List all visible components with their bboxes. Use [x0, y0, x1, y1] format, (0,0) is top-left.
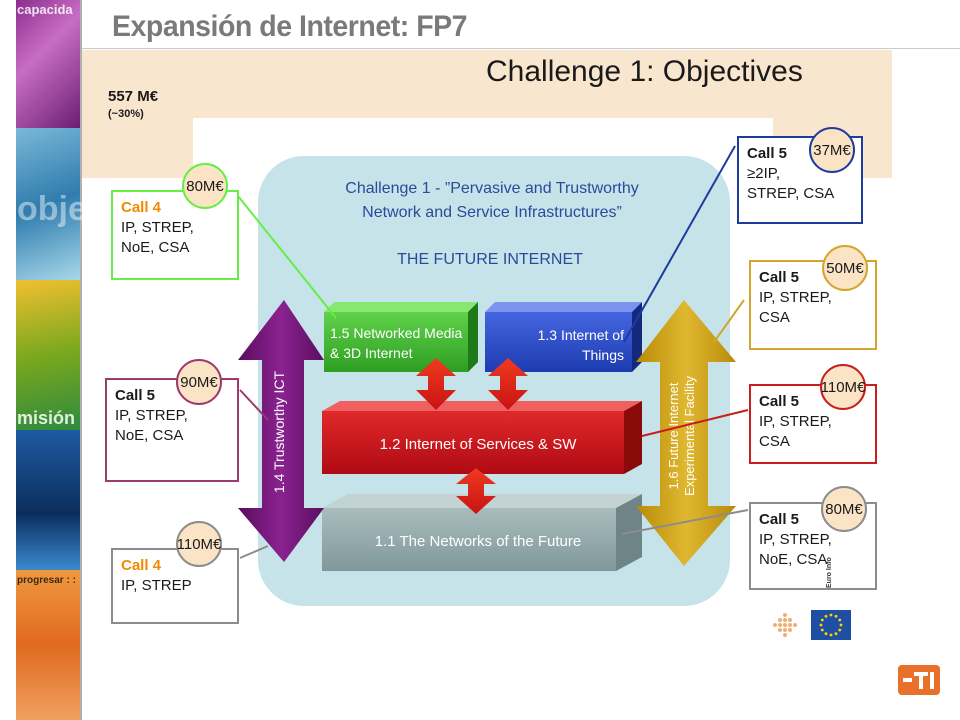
strip-segment-blue [16, 128, 80, 280]
call-label: Call 5 [747, 145, 788, 162]
call-instruments-line: IP, STREP, [121, 219, 194, 236]
challenge-background [258, 156, 730, 606]
euro-info-logo-text: Euro Info [826, 557, 833, 588]
services-block-label: 1.2 Internet of Services & SW [380, 436, 578, 453]
call-instruments-line: NoE, CSA [759, 551, 828, 568]
decorative-side-strip: capacida obje misión progresar : : [0, 0, 87, 720]
strip-word-1: capacida [17, 2, 73, 17]
facility-arrow [636, 300, 736, 566]
call-instruments-line: NoE, CSA [121, 239, 190, 256]
connector-call5-networks [621, 509, 749, 535]
call-instruments-line: STREP, CSA [747, 185, 835, 202]
budget-badge-call4-media: 80M€ [182, 163, 228, 209]
call-instruments-line: IP, STREP, [115, 407, 188, 424]
budget-badge-call5-networks: 80M€ [821, 486, 867, 532]
call-label: Call 4 [121, 199, 162, 216]
strip-divider [80, 0, 82, 720]
things-block-label-line2: Things [582, 347, 624, 363]
media-block-side [468, 302, 478, 372]
connector-call4-trust [239, 545, 269, 559]
budget-badge-call5-services: 110M€ [820, 364, 866, 410]
budget-badge-call5-facility: 50M€ [822, 245, 868, 291]
connector-call5-facility [713, 299, 745, 343]
facility-label-line1: 1.6 Future Internet [666, 382, 681, 489]
things-block-side [632, 302, 642, 372]
call-instruments-line: ≥2IP, [747, 165, 780, 182]
challenge-title-line2: Network and Service Infrastructures” [362, 204, 622, 221]
services-block [322, 411, 624, 474]
call-instruments-line: IP, STREP [121, 577, 192, 594]
slide-title: Expansión de Internet: FP7 [112, 10, 468, 43]
call-instruments-line: CSA [759, 433, 790, 450]
budget-total: 557 M€ [108, 88, 159, 105]
trustworthy-label: 1.4 Trustworthy ICT [271, 370, 287, 493]
call-box-call4-media: Call 4 IP, STREP, NoE, CSA [111, 190, 239, 280]
challenge-title-line1: Challenge 1 - ”Pervasive and Trustworthy [345, 180, 638, 197]
connector-call5-things [623, 145, 736, 343]
strip-word-3: misión [17, 408, 76, 428]
media-block-label-line2: & 3D Internet [330, 345, 413, 361]
strip-segment-green [16, 280, 80, 430]
title-divider [82, 48, 960, 49]
things-block-label-line1: 1.3 Internet of [538, 327, 625, 343]
networks-block-label: 1.1 The Networks of the Future [375, 533, 582, 550]
arrow-media-services [416, 358, 456, 410]
things-block-top [485, 302, 642, 312]
eu-flag-logo [811, 610, 851, 640]
call-box-call4-trust: Call 4 IP, STREP [111, 548, 239, 624]
budget-share: (~30%) [108, 108, 144, 120]
media-block-label-line1: 1.5 Networked Media [330, 325, 463, 341]
media-block [324, 312, 468, 372]
services-block-top [322, 401, 642, 411]
call-instruments-line: IP, STREP, [759, 289, 832, 306]
call-instruments-line: IP, STREP, [759, 531, 832, 548]
eu-stars-icon [819, 613, 843, 637]
call-label: Call 4 [121, 557, 162, 574]
call-instruments-line: NoE, CSA [115, 427, 184, 444]
media-block-top [324, 302, 478, 312]
dot-grid-logo [773, 613, 797, 637]
connector-call4-media [237, 195, 337, 319]
budget-badge-call4-trust: 110M€ [176, 521, 222, 567]
call-label: Call 5 [115, 387, 156, 404]
objective-heading: Challenge 1: Objectives [486, 55, 803, 88]
budget-badge-call5-trust: 90M€ [176, 359, 222, 405]
call-label: Call 5 [759, 511, 800, 528]
call-box-call5-networks: Call 5 IP, STREP, NoE, CSA [749, 502, 877, 590]
networks-block [322, 508, 616, 571]
call-instruments-line: IP, STREP, [759, 413, 832, 430]
brand-mark-icon [903, 672, 934, 689]
connector-call5-trust [239, 389, 269, 421]
strip-segment-purple [16, 0, 80, 128]
arrow-services-networks [456, 468, 496, 514]
strip-segment-orange [16, 570, 80, 720]
challenge-subtitle: THE FUTURE INTERNET [397, 251, 583, 268]
corner-brand-logo [898, 665, 940, 695]
call-label: Call 5 [759, 269, 800, 286]
connector-call5-services [641, 409, 749, 437]
strip-segment-darkblue [16, 430, 80, 570]
call-label: Call 5 [759, 393, 800, 410]
services-block-side [624, 401, 642, 474]
trustworthy-arrow [238, 300, 324, 562]
arrow-things-services [488, 358, 528, 410]
budget-badge-call5-things: 37M€ [809, 127, 855, 173]
strip-word-2: obje [17, 190, 87, 228]
strip-word-4: progresar : : [17, 575, 76, 586]
call-instruments-line: CSA [759, 309, 790, 326]
call-box-call5-trust: Call 5 IP, STREP, NoE, CSA [105, 378, 239, 482]
facility-label-line2: Experimental Facility [682, 376, 697, 496]
